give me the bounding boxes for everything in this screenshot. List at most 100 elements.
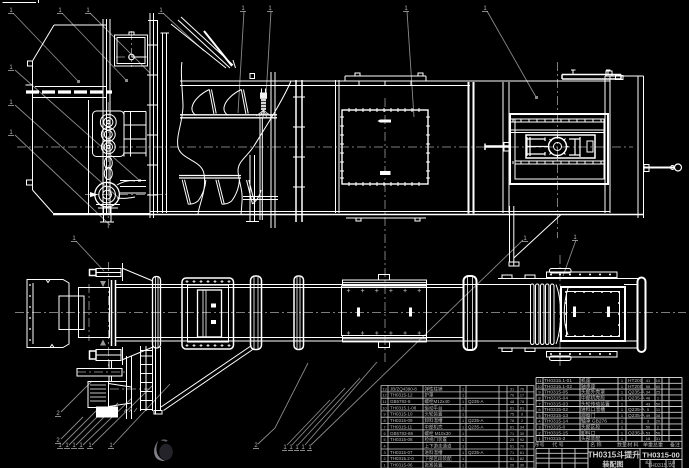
svg-text:1: 1 <box>9 8 13 14</box>
svg-text:51: 51 <box>510 457 514 461</box>
svg-text:30: 30 <box>520 432 524 436</box>
svg-text:1: 1 <box>9 65 13 71</box>
svg-text:单重: 单重 <box>643 442 653 449</box>
svg-text:1: 1 <box>621 384 624 389</box>
svg-text:1: 1 <box>462 406 464 410</box>
svg-text:30: 30 <box>520 464 524 468</box>
svg-text:3: 3 <box>647 419 650 424</box>
svg-text:TH0315-2: TH0315-2 <box>544 436 566 442</box>
svg-text:2: 2 <box>56 411 60 417</box>
svg-text:Q235-A: Q235-A <box>468 399 484 404</box>
svg-text:1: 1 <box>462 413 464 417</box>
svg-text:JB/ZQ4390-8: JB/ZQ4390-8 <box>390 386 417 391</box>
svg-text:1: 1 <box>462 457 464 461</box>
svg-text:弹性柱销: 弹性柱销 <box>425 385 443 392</box>
svg-text:1: 1 <box>523 236 527 242</box>
svg-text:TH0315-15: TH0315-15 <box>544 430 568 436</box>
svg-text:材 料: 材 料 <box>627 442 638 449</box>
svg-text:TH0315.2-0: TH0315.2-0 <box>390 456 414 461</box>
svg-text:Q235-A: Q235-A <box>468 424 484 429</box>
svg-text:20: 20 <box>510 464 514 468</box>
svg-text:2: 2 <box>56 438 60 444</box>
svg-text:61: 61 <box>510 425 514 429</box>
svg-text:Q235-A: Q235-A <box>628 407 645 413</box>
svg-text:1: 1 <box>621 396 624 401</box>
svg-text:Q235-A: Q235-A <box>628 430 645 436</box>
svg-text:1: 1 <box>301 445 305 451</box>
svg-text:1: 1 <box>573 235 577 241</box>
svg-text:TH0315-12: TH0315-12 <box>390 393 413 398</box>
svg-text:头部外壳罩: 头部外壳罩 <box>581 389 605 396</box>
svg-text:序号: 序号 <box>534 442 544 449</box>
svg-text:2: 2 <box>538 430 541 435</box>
svg-text:螺栓 M10x30: 螺栓 M10x30 <box>425 430 452 437</box>
svg-text:观察门: 观察门 <box>581 412 596 419</box>
svg-text:48: 48 <box>646 396 651 401</box>
svg-text:TH0315-03: TH0315-03 <box>544 401 568 407</box>
svg-text:装配图: 装配图 <box>602 460 624 468</box>
svg-text:8: 8 <box>383 419 385 423</box>
svg-text:轴承 GB276: 轴承 GB276 <box>581 418 607 425</box>
svg-text:1: 1 <box>462 432 464 436</box>
svg-text:TH0315-04: TH0315-04 <box>544 396 568 402</box>
svg-text:12: 12 <box>382 394 386 398</box>
svg-text:Q235-A: Q235-A <box>468 418 484 423</box>
svg-text:41: 41 <box>646 378 651 383</box>
svg-text:1: 1 <box>538 436 541 441</box>
svg-text:1: 1 <box>159 8 163 14</box>
svg-text:25: 25 <box>656 390 661 395</box>
svg-text:1: 1 <box>308 445 312 451</box>
svg-text:34: 34 <box>520 425 524 429</box>
svg-text:GB5782-8: GB5782-8 <box>390 399 411 404</box>
svg-text:1: 1 <box>657 396 660 401</box>
svg-text:TH0315-13: TH0315-13 <box>544 413 568 419</box>
svg-text:76: 76 <box>520 387 524 391</box>
svg-text:82: 82 <box>520 457 524 461</box>
svg-text:31: 31 <box>510 387 514 391</box>
svg-text:进料口溜槽: 进料口溜槽 <box>581 406 605 413</box>
svg-text:34: 34 <box>646 390 651 395</box>
svg-text:92: 92 <box>520 438 524 442</box>
svg-text:71: 71 <box>510 451 514 455</box>
svg-text:TH0315.1-01: TH0315.1-01 <box>544 378 572 384</box>
svg-text:1: 1 <box>462 425 464 429</box>
svg-text:10: 10 <box>382 406 386 410</box>
svg-text:2: 2 <box>521 419 523 423</box>
svg-text:1: 1 <box>462 438 464 442</box>
svg-text:轴承座: 轴承座 <box>581 383 596 390</box>
svg-text:卸料溜槽: 卸料溜槽 <box>425 417 443 424</box>
svg-text:1: 1 <box>621 419 624 424</box>
svg-text:1: 1 <box>621 407 624 412</box>
svg-text:3: 3 <box>383 451 385 455</box>
svg-text:56: 56 <box>646 384 651 389</box>
svg-text:TH0315.00: TH0315.00 <box>647 463 674 468</box>
svg-text:头轮传动装置: 头轮传动装置 <box>581 400 610 407</box>
svg-text:11: 11 <box>383 400 387 404</box>
svg-text:Q235-A: Q235-A <box>628 390 645 396</box>
svg-text:TH0315斗提升: TH0315斗提升 <box>588 450 640 460</box>
svg-text:中部机壳段: 中部机壳段 <box>581 395 605 402</box>
svg-text:61: 61 <box>510 406 514 410</box>
svg-text:75: 75 <box>510 413 514 417</box>
svg-text:61: 61 <box>510 444 514 448</box>
svg-text:78: 78 <box>510 419 514 423</box>
svg-text:1: 1 <box>79 443 83 449</box>
svg-text:比例: 比例 <box>668 459 676 464</box>
svg-text:1: 1 <box>58 8 62 14</box>
svg-text:检视门装置: 检视门装置 <box>425 436 448 443</box>
svg-text:56: 56 <box>656 430 661 435</box>
svg-text:6: 6 <box>538 407 541 412</box>
svg-text:49: 49 <box>646 413 651 418</box>
svg-text:50: 50 <box>646 425 651 430</box>
svg-text:10: 10 <box>537 384 542 389</box>
svg-text:HT200: HT200 <box>628 384 643 390</box>
svg-text:1: 1 <box>621 401 624 406</box>
svg-text:1: 1 <box>58 443 62 449</box>
svg-text:48: 48 <box>510 400 514 404</box>
svg-text:1: 1 <box>621 430 624 435</box>
svg-text:81: 81 <box>520 406 524 410</box>
svg-text:78: 78 <box>520 400 524 404</box>
svg-text:4: 4 <box>538 419 541 424</box>
svg-text:数量: 数量 <box>617 442 627 449</box>
svg-text:TH0315-11: TH0315-11 <box>390 424 413 429</box>
